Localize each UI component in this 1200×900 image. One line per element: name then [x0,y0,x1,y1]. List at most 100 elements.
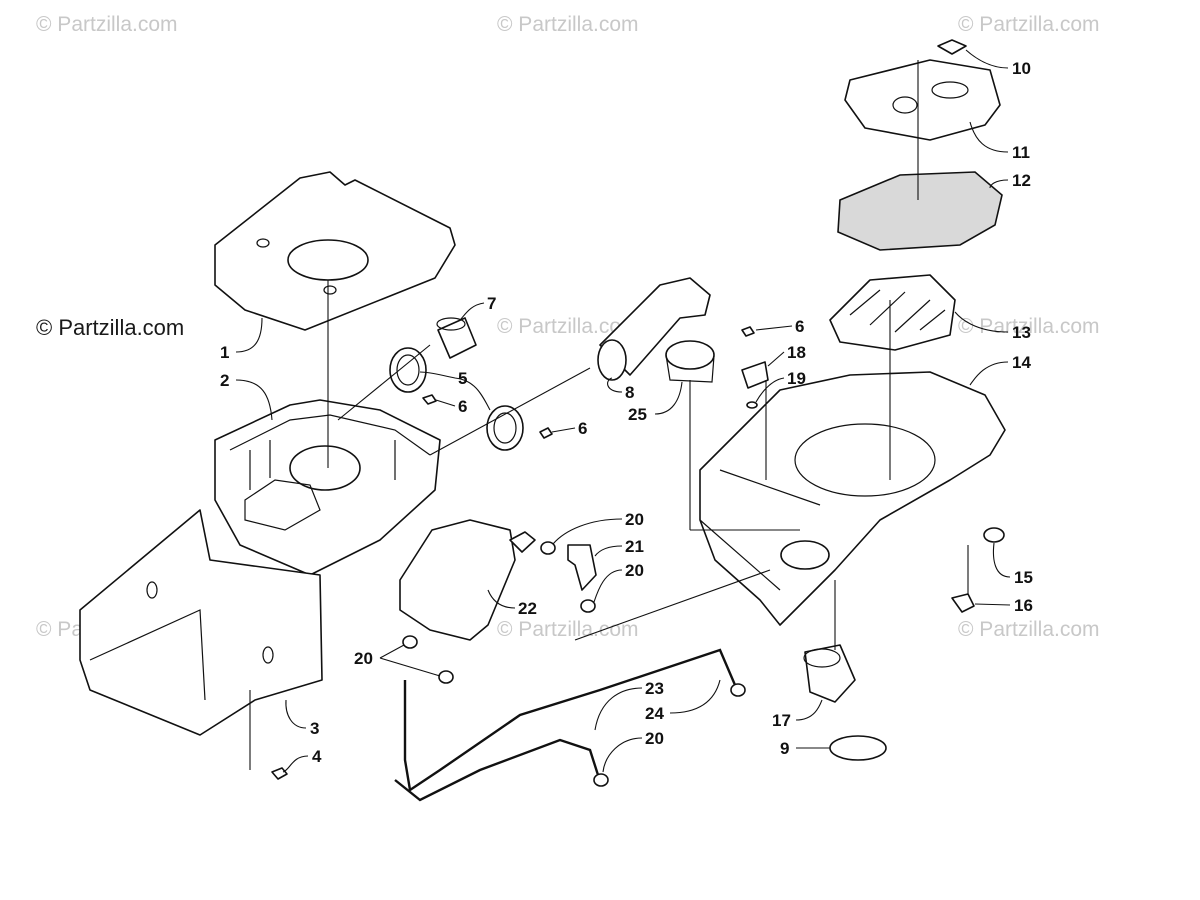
svg-text:21: 21 [625,537,644,556]
callout-25: 25 [628,381,683,424]
svg-text:20: 20 [645,729,664,748]
svg-text:10: 10 [1012,59,1031,78]
svg-text:13: 13 [1012,323,1031,342]
svg-text:12: 12 [1012,171,1031,190]
svg-text:1: 1 [220,343,229,362]
part-6-screw-c [741,326,755,337]
svg-text:19: 19 [787,369,806,388]
callout-4: 4 [282,747,322,773]
watermark-mid-left: © Partzilla.com [36,315,185,340]
svg-text:7: 7 [487,294,496,313]
part-20-clamp-f [593,773,609,787]
svg-text:15: 15 [1014,568,1033,587]
svg-text:20: 20 [625,561,644,580]
part-6-screw-a [422,394,437,405]
part-4-screw [271,767,288,780]
svg-text:6: 6 [795,317,804,336]
callout-8: 8 [607,377,634,402]
svg-text:16: 16 [1014,596,1033,615]
svg-text:9: 9 [780,739,789,758]
part-20-clamp-c [402,635,418,649]
part-18-bracket [741,361,769,389]
watermark-mid-right: © Partzilla.com [958,315,1100,338]
part-9-clamp [829,735,887,761]
callout-23: 23 [594,679,664,731]
part-7-sleeve [436,317,477,359]
watermark-top-left: © Partzilla.com [36,13,178,36]
watermark-top-right: © Partzilla.com [958,13,1100,36]
callout-6-a: 6 [435,397,467,416]
callout-24: 24 [645,679,721,723]
part-6-screw-b [539,427,553,439]
svg-text:20: 20 [625,510,644,529]
part-2-airbox-base [214,399,441,576]
part-20-clamp-b [580,599,596,613]
part-20-clamp-e [730,683,746,697]
part-3-side-shield [79,509,323,736]
svg-text:11: 11 [1012,143,1030,162]
part-25-clamp [665,340,715,383]
part-1-cover-plate [214,171,456,331]
callout-20-d: 20 [602,729,664,773]
part-5-clamp-upper [389,347,427,393]
callout-2: 2 [220,371,273,421]
svg-text:25: 25 [628,405,647,424]
callout-11: 11 [969,121,1030,162]
svg-text:17: 17 [772,711,791,730]
part-20-clamp-d [438,670,454,684]
svg-text:24: 24 [645,704,664,723]
callout-20-a: 20 [552,510,644,545]
svg-text:18: 18 [787,343,806,362]
part-14-airbox-housing [699,371,1006,626]
watermark-top-center: © Partzilla.com [497,13,639,36]
callout-9: 9 [780,739,830,758]
assembly-lines [249,60,969,770]
callout-7: 7 [459,294,496,321]
callout-20-c: 20 [354,644,441,677]
part-24-drain-hose [394,738,600,802]
callout-1: 1 [220,317,263,362]
callout-5: 5 [419,369,491,411]
part-5-clamp-lower [486,405,524,451]
callout-3: 3 [285,699,319,738]
svg-text:14: 14 [1012,353,1031,372]
callout-13: 13 [954,311,1031,342]
part-23-drain-hose [403,648,737,793]
callout-10: 10 [965,49,1031,78]
part-10-wing-nut [937,39,967,55]
svg-text:2: 2 [220,371,229,390]
part-12-foam-filter [837,171,1003,251]
svg-text:22: 22 [518,599,537,618]
watermark-low-center: © Partzilla.com [497,618,639,641]
callout-22: 22 [487,589,537,618]
svg-text:4: 4 [312,747,322,766]
callout-16: 16 [974,596,1033,615]
svg-text:6: 6 [578,419,587,438]
callout-15: 15 [992,542,1033,587]
callout-19: 19 [755,369,806,403]
callout-12: 12 [989,171,1031,190]
callout-18: 18 [767,343,806,367]
callout-14: 14 [969,353,1031,386]
svg-text:8: 8 [625,383,634,402]
svg-text:3: 3 [310,719,319,738]
callout-17: 17 [772,699,823,730]
part-22-reservoir [399,519,536,641]
callout-6-b: 6 [551,419,587,438]
svg-text:6: 6 [458,397,467,416]
part-15-grommet [983,527,1005,543]
part-8-intake-hose [597,277,711,381]
callout-20-b: 20 [593,561,644,603]
callout-21: 21 [594,537,644,557]
part-17-boot [803,644,856,703]
part-20-clamp-a [540,541,556,555]
part-11-filter-cover [844,59,1001,141]
svg-text:5: 5 [458,369,467,388]
part-16-plug [951,593,975,613]
callout-6-c: 6 [755,317,804,336]
part-21-elbow [567,544,597,591]
part-19-washer [746,401,758,409]
watermark-low-right: © Partzilla.com [958,618,1100,641]
svg-text:23: 23 [645,679,664,698]
